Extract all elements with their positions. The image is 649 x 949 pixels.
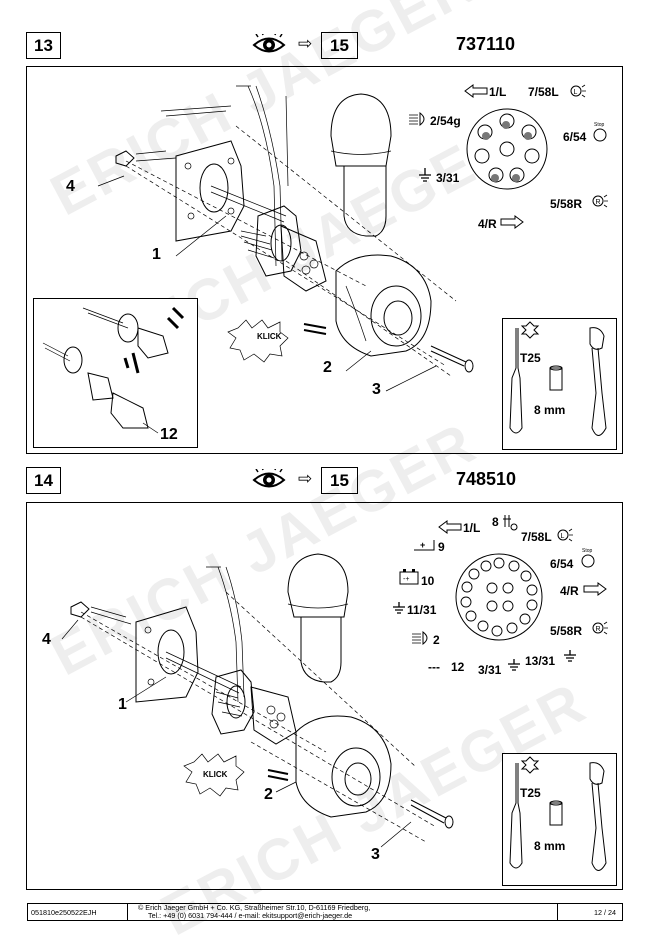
svg-text:L: L [574,89,578,96]
footer: 051810e250522EJH © Erich Jaeger GmbH + C… [27,903,623,921]
step-14-pin-2: 2 [433,633,440,647]
step-14-pin-11: 11/31 [407,603,437,617]
step-13-pin-2: 2/54g [430,114,461,128]
lamp-right-icon: R [592,194,608,208]
step-14-torx-label: T25 [520,786,541,800]
step-13-number: 13 [26,32,61,59]
step-13-pin-3: 3/31 [436,171,460,185]
eye-icon [252,34,286,53]
step-14-callout-1: 1 [118,696,127,713]
step-14-pin-3: 3/31 [478,663,502,677]
svg-text:L: L [561,533,565,540]
step-13-klick-label: KLICK [257,332,282,341]
step-14-callout-3: 3 [371,846,380,863]
step-13-pin-7: 7/58L [528,85,559,99]
step-13-pin-1: 1/L [489,85,507,99]
step-13-tools-box [502,318,617,450]
svg-text:R: R [596,199,601,206]
svg-text:R: R [596,626,601,633]
footer-contact: Tel.: +49 (0) 6031 794-444 / e-mail: eki… [148,911,353,920]
step-14-pin-13: 13/31 [525,654,556,668]
step-13-callout-3: 3 [372,381,381,398]
step-14-assembly-drawing [61,553,454,848]
left-arrow-icon [438,520,462,534]
step-13-socket-label: 8 mm [534,403,566,417]
step-13-next-arrow: ⇨ [298,34,313,53]
step-13-callout-1: 1 [152,246,161,263]
step-14-callout-4: 4 [42,631,51,648]
step-14-number: 14 [26,467,61,494]
step-13-callout-12: 12 [160,426,178,443]
step-13-assembly-drawing [97,85,474,392]
lamp-left-icon: L [570,84,586,98]
step-14-pin-10: 10 [421,574,435,588]
step-13-part-number: 737110 [456,34,516,54]
svg-text:-+: -+ [403,576,409,583]
step-14-callout-2: 2 [264,786,273,803]
step-14-pin-8: 8 [492,515,499,529]
step-13-torx-label: T25 [520,351,541,365]
step-14-pin-5: 5/58R [550,624,583,638]
battery-charge-icon: -+ [399,569,419,585]
stop-lamp-icon: Stop [593,122,607,142]
step-14-klick-label: KLICK [203,770,228,779]
step-13-detail-drawing [42,306,185,434]
ground-icon [508,659,520,671]
step-13-next-number: 15 [321,32,358,59]
ground-icon [564,650,576,662]
ground-icon [393,602,405,614]
fog-lamp-icon [412,630,428,646]
svg-text:+: + [420,540,425,550]
step-14-pin-6: 6/54 [550,557,574,571]
step-14-tools-drawing [509,756,607,871]
step-13-callout-4: 4 [66,178,75,195]
stop-lamp-icon: Stop [581,548,595,568]
battery-plus-icon: + [414,540,435,551]
step-14-part-number: 748510 [456,469,517,489]
step-13-callout-2: 2 [323,359,332,376]
left-arrow-icon [464,84,488,98]
ground-icon [419,168,431,182]
eye-icon [252,469,286,488]
step-14-socket-label: 8 mm [534,839,566,853]
step-13-pin-4: 4/R [478,217,497,231]
step-13-pin-diagram [466,108,548,190]
lamp-left-icon: L [557,528,573,542]
footer-page-number: 12 / 24 [594,907,616,917]
step-14-pin-12: 12 [451,660,465,674]
footer-company: © Erich Jaeger GmbH + Co. KG, Straßheime… [138,902,371,912]
footer-company-info: © Erich Jaeger GmbH + Co. KG, Straßheime… [128,902,558,920]
right-arrow-icon [583,582,607,596]
step-14-pin-9: 9 [438,540,445,554]
right-arrow-icon [500,215,524,229]
step-13-tools-drawing [509,321,607,436]
svg-text:Stop: Stop [594,122,605,128]
step-14-pin-4: 4/R [560,584,579,598]
step-14-next-number: 15 [321,467,358,494]
footer-doc-code: 051810e250522EJH [28,904,128,920]
step-14-pin-7: 7/58L [521,530,552,544]
reverse-lamp-icon [503,515,518,531]
step-14-pin-12-dash: --- [428,660,440,674]
step-14-pin-diagram [455,553,543,641]
step-14-next-arrow: ⇨ [298,469,313,488]
svg-text:Stop: Stop [582,548,593,554]
step-13-pin-5: 5/58R [550,197,583,211]
step-13-panel [26,66,623,454]
step-13-pin-6: 6/54 [563,130,587,144]
lamp-right-icon: R [592,621,608,635]
fog-lamp-icon [409,111,425,127]
step-14-panel [26,502,623,890]
step-14-pin-1: 1/L [463,521,481,535]
